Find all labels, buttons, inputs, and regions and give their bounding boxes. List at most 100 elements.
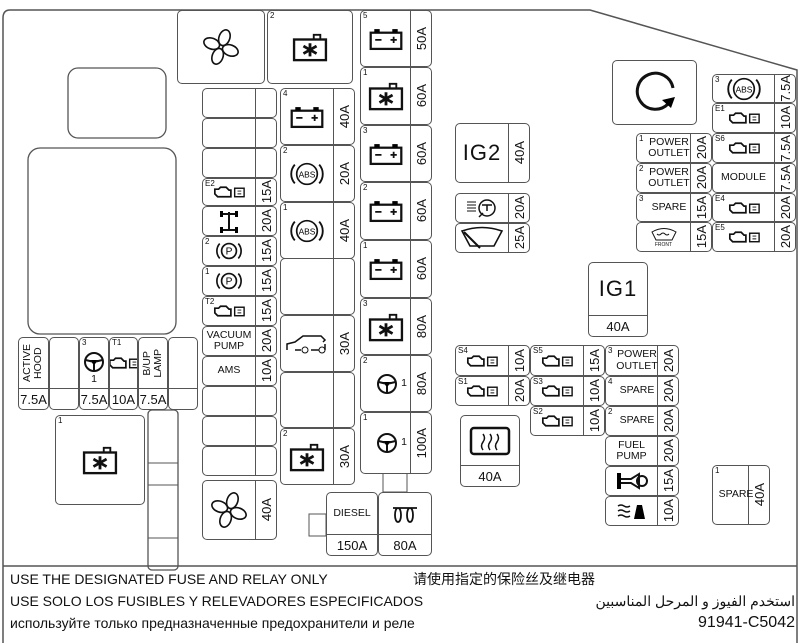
relay-relay-battery1[interactable]: 1 [55, 415, 145, 505]
battery-icon [368, 27, 404, 51]
fuse-rating: 40A [258, 498, 274, 522]
fuse-body: S1 [456, 377, 508, 405]
fuse-front-defog[interactable]: 20A [455, 193, 530, 223]
empty-fuse-slot[interactable] [202, 446, 277, 476]
front-defogger-icon [465, 197, 499, 219]
fuse-rating-cell: 20A [255, 207, 276, 235]
fuse-b-car[interactable]: 30A [280, 315, 355, 372]
fuse-a-fan[interactable]: 40A [202, 480, 277, 540]
empty-fuse-slot[interactable] [280, 258, 355, 315]
fuse-rating: 50A [413, 26, 429, 51]
empty-fuse-slot[interactable] [202, 118, 277, 148]
fuse-rating-cell: 80A [379, 534, 431, 555]
empty-fuse-slot[interactable] [49, 337, 79, 410]
fuse-rating-cell: 20A [657, 346, 678, 375]
relay-relay-rotate[interactable] [612, 60, 697, 125]
engine-ecu-icon [727, 200, 761, 216]
empty-rating-cell [255, 149, 276, 177]
fuse-rating-cell: 20A [690, 134, 711, 162]
fuse-rating: 80A [413, 314, 429, 339]
abs-icon: ABS [290, 216, 324, 246]
empty-fuse-slot[interactable] [202, 416, 277, 446]
fuse-rating: 20A [660, 348, 676, 373]
fuse-number: 2 [363, 356, 368, 365]
fuse-label: IG1 [598, 276, 638, 302]
fuse-heater[interactable]: 10A [605, 496, 679, 526]
svg-text:P: P [226, 247, 233, 258]
fuse-rating: 10A [660, 499, 676, 523]
relay-relay-fan[interactable] [177, 10, 265, 84]
fuse-rating: 150A [336, 537, 368, 553]
fuse-sub-label: FRONT [654, 242, 673, 248]
fuse-a-4wd[interactable]: 20A [202, 206, 277, 236]
fuse-horn[interactable]: 15A [605, 466, 679, 496]
engine-ecu-icon [727, 229, 761, 245]
fuse-body [606, 467, 657, 495]
fuse-rating: 40A [336, 218, 352, 243]
fuse-wiper[interactable]: 25A [455, 223, 530, 253]
fuse-label: VACUUM PUMP [206, 328, 252, 352]
empty-fuse-slot[interactable] [202, 386, 277, 416]
empty-fuse-slot[interactable] [202, 148, 277, 178]
battery-relay-icon [367, 81, 405, 111]
fuse-rating: 10A [586, 379, 602, 403]
fuse-defrost[interactable]: 40A [460, 415, 520, 487]
fuse-body [456, 224, 508, 252]
fuse-number: 2 [270, 11, 275, 20]
empty-fuse-slot[interactable] [280, 372, 355, 428]
empty-fuse-slot[interactable] [202, 88, 277, 118]
fuse-body: T2 [203, 297, 255, 325]
fuse-number: T1 [112, 338, 122, 347]
fuse-glow[interactable]: 80A [378, 492, 432, 556]
relay-relay-battery2[interactable]: 2 [267, 10, 353, 84]
empty-fuse-slot[interactable] [168, 337, 198, 410]
